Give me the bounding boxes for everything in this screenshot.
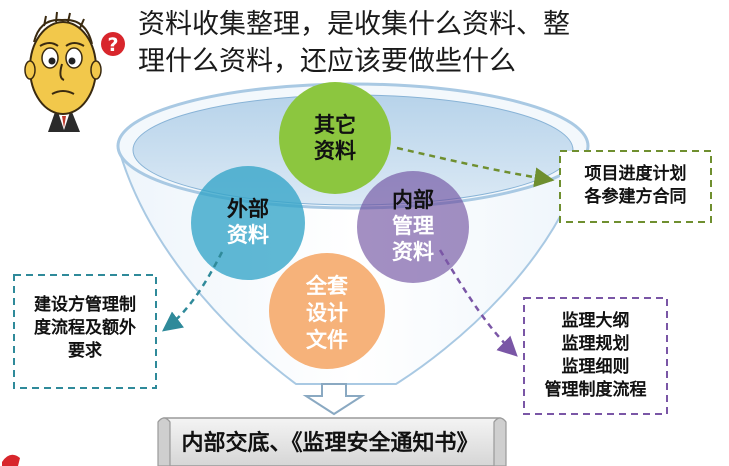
callout-supervision-line-4: 管理制度流程 [524, 379, 667, 402]
circle-other-line-1: 其它 [295, 112, 375, 138]
callout-supervision-text: 监理大纲 监理规划 监理细则 管理制度流程 [524, 310, 667, 402]
circle-internal-line-3: 资料 [373, 239, 453, 265]
output-banner-text: 内部交底、《监理安全通知书》 [160, 425, 500, 457]
circle-external-label: 外部 资料 [208, 196, 288, 248]
circle-internal-line-2: 管理 [373, 213, 453, 239]
callout-schedule-text: 项目进度计划 各参建方合同 [560, 163, 711, 209]
callout-owner-line-2: 度流程及额外 [14, 317, 156, 340]
circle-design-label: 全套 设计 文件 [287, 273, 367, 354]
question-mark-icon: ? [101, 32, 125, 56]
circle-design-line-2: 设计 [287, 300, 367, 327]
callout-owner-line-1: 建设方管理制 [14, 294, 156, 317]
circle-design-line-1: 全套 [287, 273, 367, 300]
callout-supervision-line-1: 监理大纲 [524, 310, 667, 333]
circle-internal-label: 内部 管理 资料 [373, 187, 453, 265]
callout-owner-line-3: 要求 [14, 340, 156, 363]
confused-person-icon [25, 12, 101, 132]
callout-schedule-line-1: 项目进度计划 [560, 163, 711, 186]
callout-supervision-line-2: 监理规划 [524, 333, 667, 356]
circle-external-line-1: 外部 [208, 196, 288, 222]
svg-text:?: ? [107, 34, 118, 56]
down-arrow-icon [306, 384, 362, 414]
circle-design-line-3: 文件 [287, 327, 367, 354]
circle-other-line-2: 资料 [295, 138, 375, 164]
red-mark-icon [2, 455, 20, 466]
circle-other-label: 其它 资料 [295, 112, 375, 164]
circle-external-line-2: 资料 [208, 222, 288, 248]
callout-schedule-line-2: 各参建方合同 [560, 186, 711, 209]
callout-supervision-line-3: 监理细则 [524, 356, 667, 379]
circle-internal-line-1: 内部 [373, 187, 453, 213]
callout-owner-text: 建设方管理制 度流程及额外 要求 [14, 294, 156, 363]
